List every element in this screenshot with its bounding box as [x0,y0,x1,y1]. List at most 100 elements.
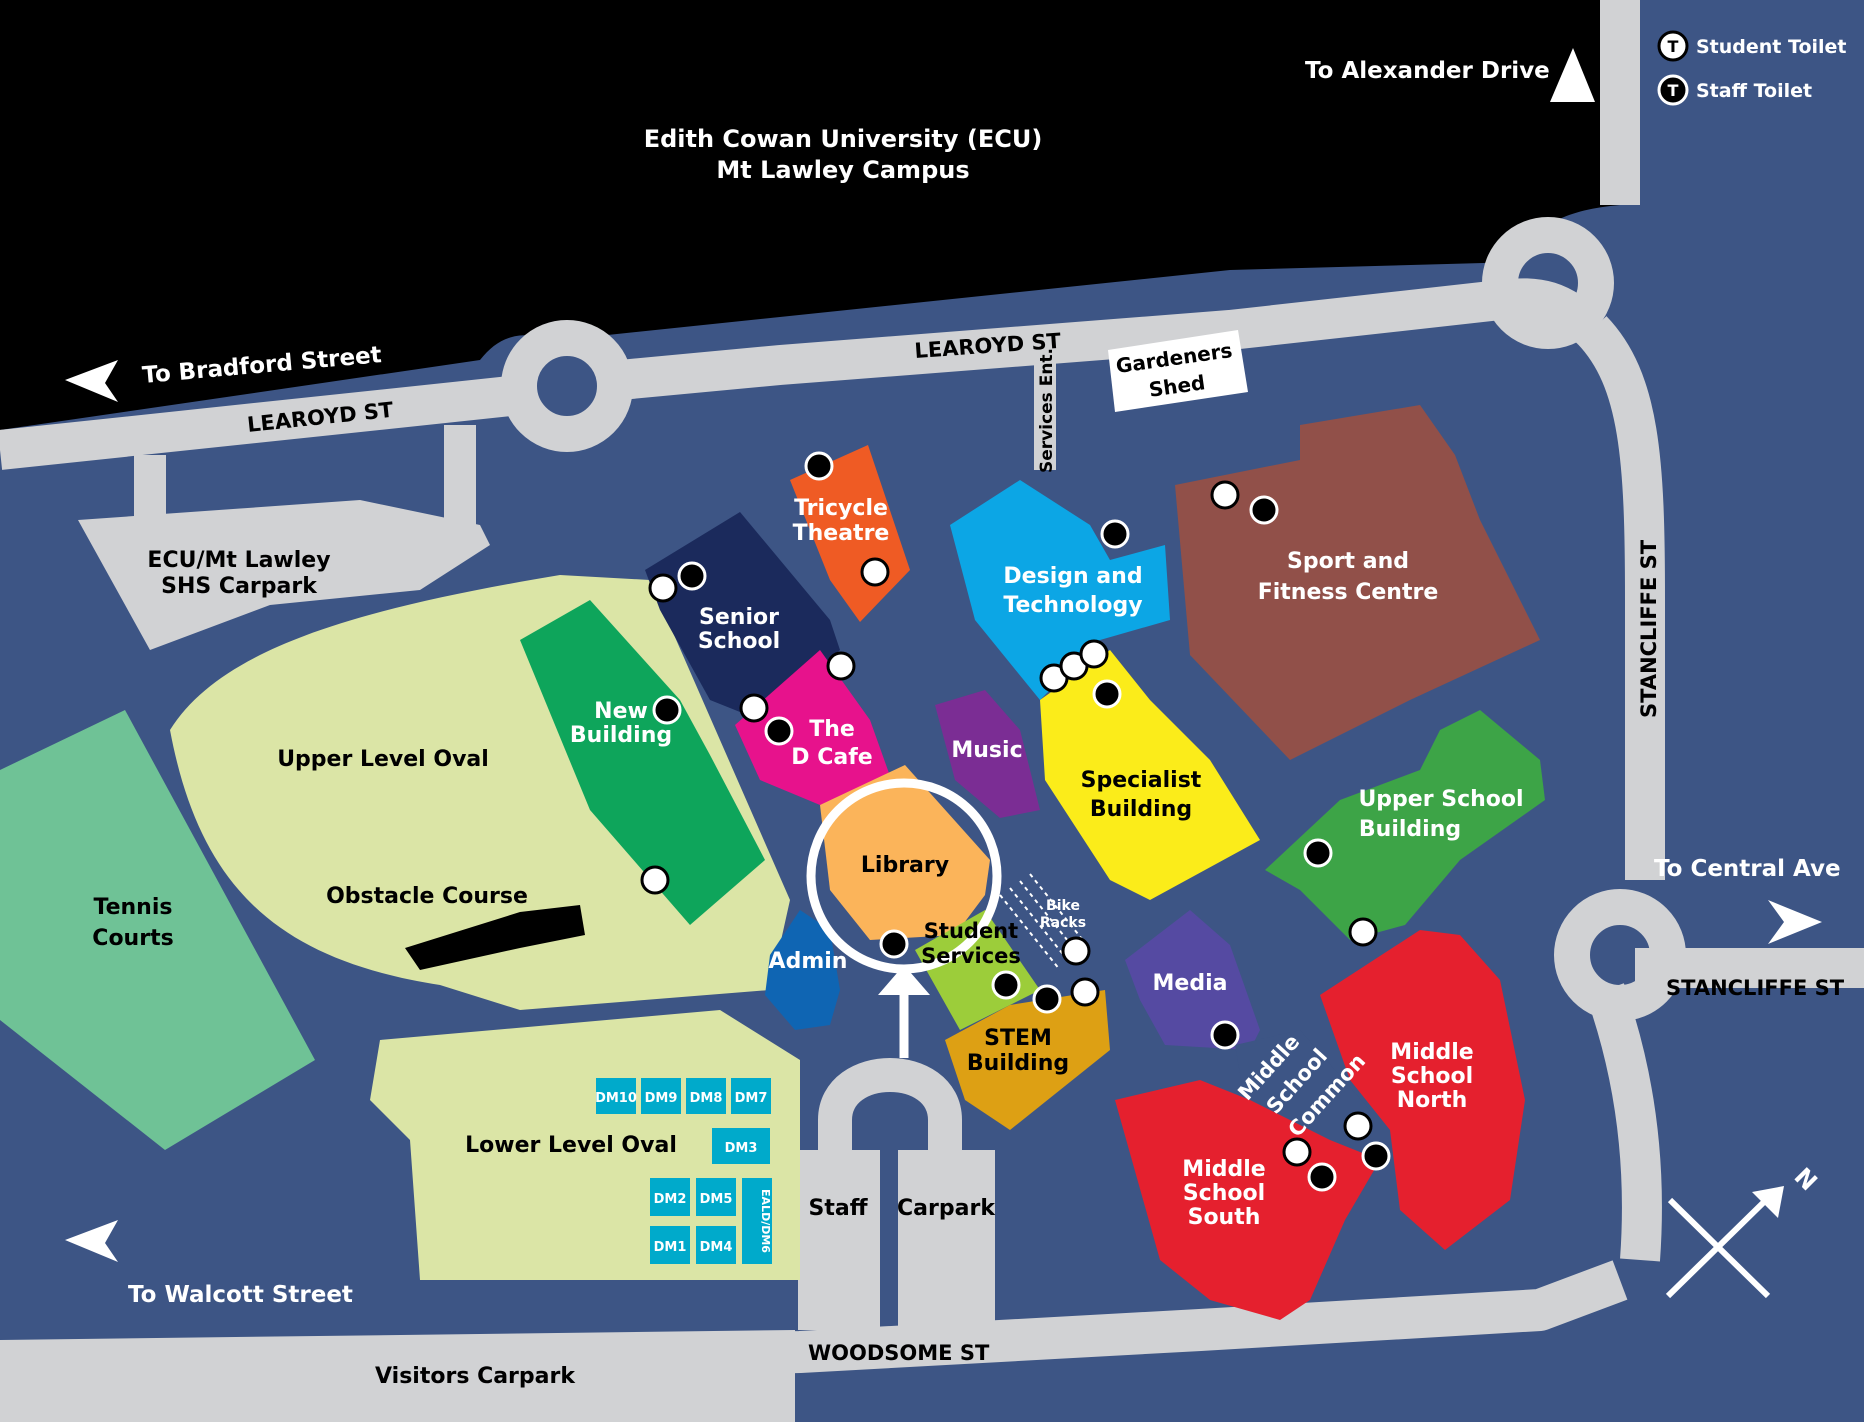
toilet-marker [1100,519,1130,549]
buildings [520,405,1545,1320]
toilet-marker [739,693,769,723]
middle-north-label-line2: School [1391,1064,1473,1089]
media-label: Media [1153,971,1228,996]
tennis-courts-label-line2: Courts [92,926,173,951]
dm9-label: DM9 [645,1091,678,1106]
direction-alexander-label: To Alexander Drive [1305,58,1550,84]
dm8-label: DM8 [690,1091,723,1106]
demountable-dm1 [650,1226,690,1264]
map-title-line1: Edith Cowan University (ECU) [644,125,1043,153]
library-building [820,765,990,940]
student-toilet-icon [1657,30,1689,62]
obstacle-course-label: Obstacle Course [326,884,528,909]
student-services-building [915,910,1040,1030]
d-cafe-building [735,650,895,805]
street-stancliffe-horizontal-label: STANCLIFFE ST [1666,976,1845,1000]
ecu-carpark-label-line1: ECU/Mt Lawley [147,548,330,573]
bike-racks-label-line1: Bike [1046,898,1080,914]
legend-student-toilet-t: T [1668,37,1679,56]
student-services-label-line2: Services [921,944,1021,968]
new-building-building [520,600,765,925]
visitors-carpark-area [0,1330,795,1422]
new-building-label-line1: New [594,699,648,724]
specialist-building-label-line2: Building [1090,797,1192,822]
toilet-marker [1307,1162,1337,1192]
demountable-dm7 [731,1078,771,1114]
ecu-campus-area [0,0,1620,430]
design-technology-label-line1: Design and [1003,564,1142,589]
sport-fitness-label-line1: Sport and [1287,549,1409,574]
d-cafe-label-line2: D Cafe [791,745,872,770]
demountable-dm5 [696,1178,736,1216]
legend-staff-toilet-t: T [1668,81,1679,100]
toilet-marker [860,557,890,587]
stem-building-label-line2: Building [967,1051,1069,1076]
dm4-label: DM4 [700,1240,733,1255]
toilet-marker [1343,1111,1373,1141]
bike-racks-label-line2: Racks [1040,915,1086,931]
design-technology-label-line2: Technology [1003,593,1142,618]
upper-school-label-line2: Building [1359,817,1461,842]
dm1-label: DM1 [654,1240,687,1255]
gardeners-shed-area [1108,330,1248,412]
legend-toilet-icons [1657,30,1689,106]
toilet-marker [764,716,794,746]
legend-student-toilet-label: Student Toilet [1696,36,1847,58]
street-woodsome-label: WOODSOME ST [808,1341,990,1365]
direction-central-label: To Central Ave [1654,856,1841,882]
dm5-label: DM5 [700,1192,733,1207]
middle-north-label-line1: Middle [1390,1040,1473,1065]
entrance-arrow-head [878,965,930,995]
street-stancliffe-vertical-label: STANCLIFFE ST [1637,539,1661,718]
sport-fitness-centre-building [1175,405,1540,760]
media-building [1125,910,1260,1050]
demountable-dm10 [596,1078,636,1114]
upper-school-label-line1: Upper School [1358,787,1523,812]
stem-building-label-line1: STEM [984,1026,1052,1051]
admin-label: Admin [769,949,848,974]
new-building-label-line2: Building [570,723,672,748]
demountable-dm4 [696,1226,736,1264]
toilet-marker [677,561,707,591]
central-arrow-icon [1768,900,1822,944]
upper-school-building-building [1265,710,1545,940]
walcott-arrow-icon [65,1220,118,1262]
toilet-marker [652,695,682,725]
ecu-carpark-area [78,500,490,650]
tricycle-theatre-label-line1: Tricycle [794,496,888,521]
admin-building [765,910,840,1030]
direction-walcott-label: To Walcott Street [128,1282,353,1308]
roundabouts [501,217,1686,1021]
tricycle-theatre-label-line2: Theatre [793,521,890,546]
dm7-label: DM7 [735,1091,768,1106]
ecu-carpark-label-line2: SHS Carpark [161,574,318,599]
staff-carpark-label: Staff [808,1196,868,1221]
design-technology-building [950,480,1170,700]
bike-racks-marking [999,873,1091,971]
compass-icon [1665,1186,1784,1299]
eald-dm6-label: EALD/DM6 [759,1189,772,1253]
tennis-courts-area [0,710,315,1150]
specialist-building-label-line1: Specialist [1081,768,1202,793]
middle-school-north-building [1320,930,1525,1250]
carpark-area [898,1150,995,1330]
specialist-building-building [1040,650,1260,900]
demountable-eald-dm6 [742,1178,772,1264]
middle-north-label-line3: North [1397,1088,1468,1113]
toilet-marker [1361,1141,1391,1171]
demountable-dm2 [650,1178,690,1216]
toilet-marker [1282,1137,1312,1167]
senior-school-label-line1: Senior [699,605,779,630]
roundabout-west [501,320,633,452]
bradford-arrow-icon [65,360,118,402]
toilet-marker [1079,639,1109,669]
obstacle-course-graphic [405,905,585,970]
staff-carpark-area [798,1150,880,1330]
toilet-marker [1032,984,1062,1014]
carpark-label: Carpark [897,1196,996,1221]
toilet-marker [1249,495,1279,525]
d-cafe-label-line1: The [809,717,855,742]
lower-level-oval-area [370,1010,800,1280]
music-label: Music [951,738,1022,763]
